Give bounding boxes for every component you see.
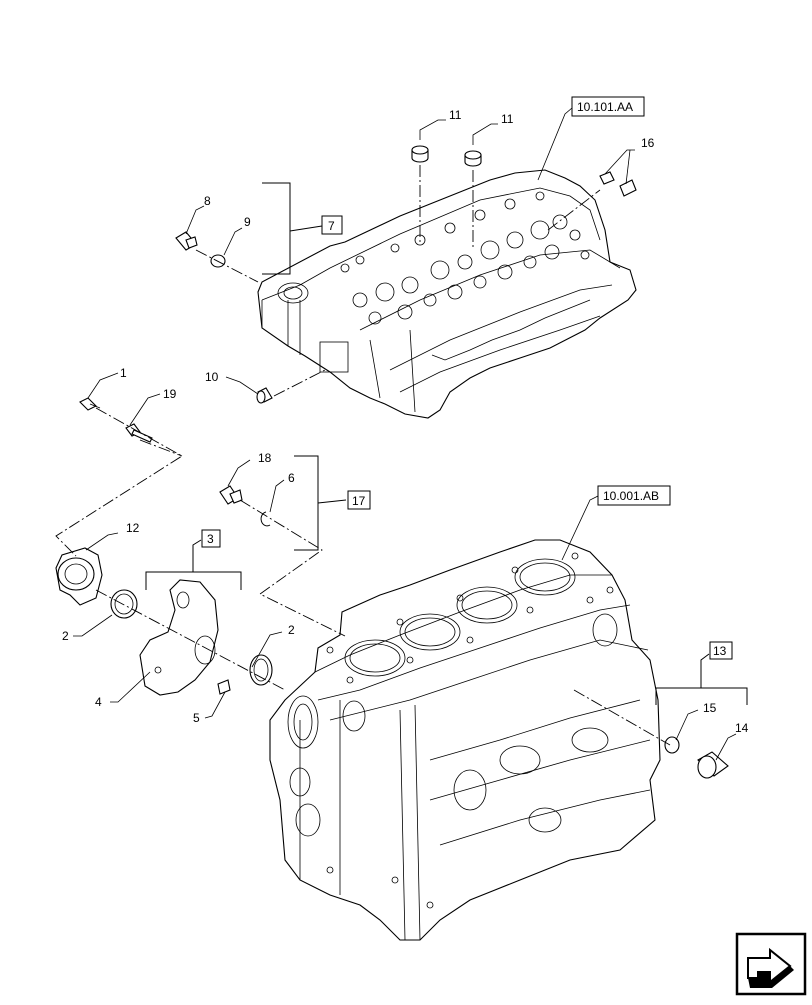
cap-plug-11b xyxy=(464,150,482,167)
boxed-callout-17: 17 xyxy=(347,490,371,510)
ref-box-engine-block: 10.001.AB xyxy=(597,485,671,506)
water-outlet-fitting-12 xyxy=(55,547,103,606)
o-ring-15 xyxy=(664,736,680,754)
callout-14: 14 xyxy=(735,721,749,735)
engine-block xyxy=(269,539,661,941)
callout-11a: 11 xyxy=(449,108,462,122)
callout-18: 18 xyxy=(258,451,272,465)
bolt-1 xyxy=(79,397,101,411)
callout-labels: 11 11 16 8 9 10 1 19 18 6 12 2 2 4 5 15 … xyxy=(62,108,749,735)
leader-lines xyxy=(73,107,737,761)
boxed-callout-13: 13 xyxy=(709,641,733,660)
callout-19: 19 xyxy=(163,387,177,401)
boxed-callout-3: 3 xyxy=(201,529,221,548)
callout-5: 5 xyxy=(193,711,200,725)
callout-11b: 11 xyxy=(501,112,514,126)
snap-ring-6 xyxy=(260,511,271,527)
gasket-2b xyxy=(249,654,273,686)
plug-8 xyxy=(175,231,198,251)
callout-15: 15 xyxy=(703,701,717,715)
callout-10: 10 xyxy=(205,370,219,384)
svg-text:13: 13 xyxy=(713,644,727,658)
callout-9: 9 xyxy=(244,215,251,229)
thermostat-housing-4 xyxy=(139,579,219,696)
callout-1: 1 xyxy=(120,366,127,380)
callout-6: 6 xyxy=(288,471,295,485)
callout-2b: 2 xyxy=(288,623,295,637)
callout-12: 12 xyxy=(126,521,140,535)
svg-text:3: 3 xyxy=(207,532,214,546)
callout-4: 4 xyxy=(95,695,102,709)
group-brackets xyxy=(145,182,748,705)
callout-2a: 2 xyxy=(62,629,69,643)
cap-plug-11a xyxy=(411,145,429,163)
cylinder-head xyxy=(257,169,637,419)
plug-16 xyxy=(599,171,637,197)
callout-8: 8 xyxy=(204,194,211,208)
plug-14 xyxy=(697,751,729,779)
svg-text:10.001.AB: 10.001.AB xyxy=(603,489,659,503)
stud-19 xyxy=(125,423,153,443)
plug-5 xyxy=(217,679,231,695)
arrow-icon[interactable] xyxy=(735,932,807,996)
callout-16: 16 xyxy=(641,136,655,150)
boxed-callout-7: 7 xyxy=(321,215,343,235)
plug-10 xyxy=(256,387,273,404)
ref-box-cylinder-head: 10.101.AA xyxy=(571,96,645,117)
svg-text:10.101.AA: 10.101.AA xyxy=(577,100,633,114)
plug-18 xyxy=(219,485,243,505)
assembly-centerlines xyxy=(55,165,671,746)
svg-text:17: 17 xyxy=(352,494,366,508)
svg-text:7: 7 xyxy=(328,219,335,233)
